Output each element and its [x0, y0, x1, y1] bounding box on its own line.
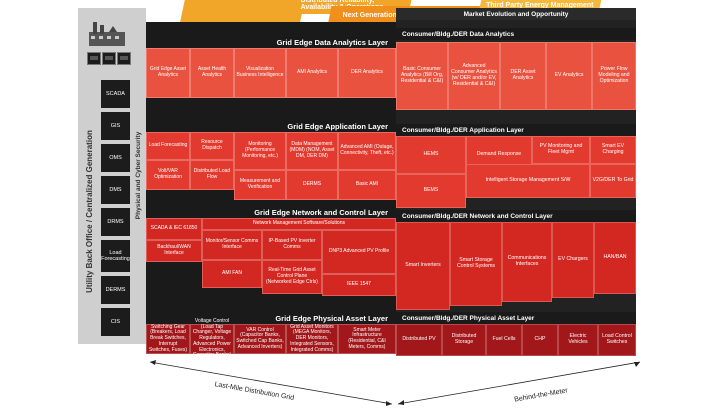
front-network-cell: IEEE 1547	[322, 274, 396, 296]
front-application-cell: Load Forecasting	[146, 132, 190, 160]
right-network-cell: Communications Interfaces	[502, 222, 552, 302]
front-analytics-cell: DER Analytics	[338, 48, 396, 98]
monitor-icon	[102, 52, 116, 65]
front-analytics-cell: Asset Health Analytics	[190, 48, 234, 98]
front-application-cell: DERMS	[286, 170, 338, 200]
power-plant-icon	[89, 22, 125, 46]
right-application-cell: BEMS	[396, 174, 466, 208]
right-analytics-cell: DER Asset Analytics	[500, 42, 546, 110]
right-asset-cell: Distributed Storage	[442, 324, 486, 356]
market-title-bar: Market Evolution and Opportunity	[396, 8, 636, 20]
front-network-title: Grid Edge Network and Control Layer	[146, 206, 396, 218]
front-network-cell: IP-Based PV Inverter Comms	[262, 230, 322, 260]
right-application-cell: Smart EV Charging	[590, 136, 636, 164]
right-analytics-title: Consumer/Bldg./DER Data Analytics	[396, 28, 636, 40]
front-analytics-cell: Visualization Business Intelligence	[234, 48, 286, 98]
side-box-gis: GIS	[101, 112, 130, 140]
right-analytics-cell: Power Flow Modeling and Optimization	[592, 42, 636, 110]
front-asset-title: Grid Edge Physical Asset Layer	[146, 312, 396, 324]
right-asset-cell: Distributed PV	[396, 324, 442, 356]
right-asset-cell: Fuel Cells	[486, 324, 522, 356]
side-box-drms: DRMS	[101, 208, 130, 236]
right-analytics-cell: Basic Consumer Analytics (Bill Org, Resi…	[396, 42, 448, 110]
right-application-cell: HEMS	[396, 136, 466, 174]
front-network-cell: AMI FAN	[202, 260, 262, 288]
front-application-cell: Distributed Load Flow	[190, 160, 234, 190]
front-asset-cell: Switching Gear (Breakers, Load Break Swi…	[146, 324, 190, 354]
front-application-cell: Monitoring (Performance Monitoring, etc.…	[234, 132, 286, 170]
front-application-cell: Advanced AMI (Outage, Connectivity, Thef…	[338, 132, 396, 170]
side-box-load-forecasting: Load Forecasting	[101, 240, 130, 272]
right-asset-cell: Electric Vehicles	[558, 324, 598, 356]
front-network-cell: Backhaul/WAN Interface	[146, 240, 202, 262]
right-network-cell: Smart Storage Control Systems	[450, 222, 502, 306]
right-application-cell: V2G/DER To Grid	[590, 164, 636, 198]
front-network-cell: Monitor/Sensor Comms Interface	[202, 230, 262, 260]
monitor-icon	[87, 52, 101, 65]
right-network-title: Consumer/Bldg./DER Network and Control L…	[396, 210, 636, 222]
right-network-cell: Smart Inverters	[396, 222, 450, 310]
market-title: Market Evolution and Opportunity	[463, 10, 569, 18]
front-application-cell: Basic AMI	[338, 170, 396, 200]
front-application-cell: Measurement and Verification	[234, 170, 286, 200]
front-application-cell: Volt/VAR Optimization	[146, 160, 190, 190]
front-analytics-cell: Grid Edge Asset Analytics	[146, 48, 190, 98]
right-application-cell: Intelligent Storage Management S/W	[466, 164, 590, 198]
right-application-cell: PV Monitoring and Fleet Mgmt	[532, 136, 590, 164]
front-network-cell: Network Management Software/Solutions	[202, 218, 396, 230]
right-asset-cell: Load Control Switches	[598, 324, 636, 356]
front-asset-cell: Smart Meter Infrastructure (Residential,…	[338, 324, 396, 354]
right-analytics-cell: Advanced Consumer Analytics (w/ DER and/…	[448, 42, 500, 110]
front-asset-cell: VAR Control (Capacitor Banks, Switched C…	[234, 324, 286, 354]
right-network-cell: EV Chargers	[552, 222, 594, 298]
front-network-cell: DNP3 Advanced PV Profile	[322, 230, 396, 274]
right-analytics-cell: EV Analytics	[546, 42, 592, 110]
front-asset-cell: Grid Asset Monitors (MEGA Monitors, DER …	[286, 324, 338, 354]
front-analytics-title: Grid Edge Data Analytics Layer	[146, 36, 396, 48]
front-application-cell: Data Management (MDM) (NOM, Asset DM, DE…	[286, 132, 338, 170]
front-analytics-cell: AMI Analytics	[286, 48, 338, 98]
right-network-cell: HAN/BAN	[594, 222, 636, 294]
front-application-cell: Resource Dispatch	[190, 132, 234, 160]
right-asset-cell: CHP	[522, 324, 558, 356]
front-application-title: Grid Edge Application Layer	[146, 120, 396, 132]
side-box-cis: CIS	[101, 308, 130, 336]
side-box-derms: DERMS	[101, 276, 130, 304]
side-box-oms: OMS	[101, 144, 130, 172]
right-application-title: Consumer/Bldg./DER Application Layer	[396, 124, 636, 136]
right-asset-title: Consumer/Bldg./DER Physical Asset Layer	[396, 312, 636, 324]
side-box-scada: SCADA	[101, 80, 130, 108]
front-network-cell: Real-Time Grid Asset Control Plane (Netw…	[262, 260, 322, 294]
side-box-dms: DMS	[101, 176, 130, 204]
monitor-icon	[117, 52, 131, 65]
front-network-cell: SCADA & IEC 61850	[146, 218, 202, 240]
